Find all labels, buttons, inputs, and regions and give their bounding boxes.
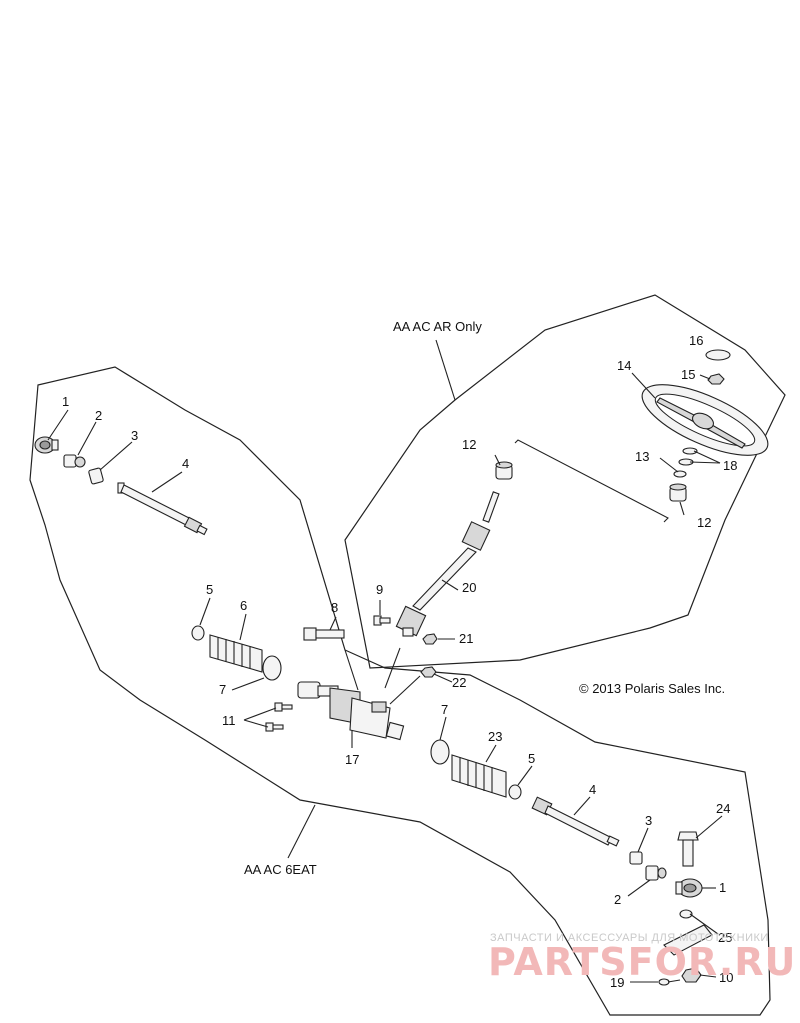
part-22-nut xyxy=(420,666,437,678)
callout-24: 24 xyxy=(716,801,730,816)
callout-13: 13 xyxy=(635,449,649,464)
callout-3-left: 3 xyxy=(131,428,138,443)
part-11-bolt-lower xyxy=(265,722,284,732)
leader-lines xyxy=(47,372,723,983)
part-21-nut xyxy=(422,633,438,645)
part-8-bolt xyxy=(303,627,345,641)
region-outline-lower xyxy=(29,366,771,1016)
callout-17: 17 xyxy=(345,752,359,767)
part-7-clamp-right xyxy=(430,739,450,765)
part-5-clamp-right xyxy=(508,784,522,800)
part-25-washer xyxy=(679,909,693,919)
part-6-boot xyxy=(209,634,263,673)
part-1-tie-rod-end-left xyxy=(34,436,59,454)
callout-4-left: 4 xyxy=(182,456,189,471)
part-3-adjuster-right xyxy=(629,851,643,865)
region-leader-upper xyxy=(435,339,456,401)
callout-7-right: 7 xyxy=(441,702,448,717)
part-2-jam-nut-right xyxy=(645,865,667,881)
part-11-bolt-upper xyxy=(274,702,293,712)
part-4-tie-rod-left xyxy=(117,482,208,536)
callout-4-right: 4 xyxy=(589,782,596,797)
callout-10: 10 xyxy=(719,970,733,985)
callout-9: 9 xyxy=(376,582,383,597)
region-leader-lower xyxy=(287,804,316,859)
callout-11: 11 xyxy=(222,713,236,728)
callout-labels: 1 2 3 4 5 6 7 8 9 11 12 12 13 14 15 16 1… xyxy=(62,333,737,990)
watermark-tagline: ЗАПЧАСТИ И АКСЕССУАРЫ ДЛЯ МОТОТЕХНИКИ xyxy=(490,932,769,944)
part-9-bolt xyxy=(373,615,391,626)
part-16-center-cap xyxy=(705,349,731,361)
part-5-clamp-left xyxy=(191,625,205,641)
part-12-bushing-upper xyxy=(495,461,513,480)
part-1-tie-rod-end-right xyxy=(675,878,703,898)
callout-1-left: 1 xyxy=(62,394,69,409)
callout-22: 22 xyxy=(452,675,466,690)
callout-18: 18 xyxy=(723,458,737,473)
part-24-bolt xyxy=(677,831,699,867)
part-10-nut xyxy=(681,967,702,983)
watermark-logo: PARTSFOR.RU xyxy=(488,940,796,984)
part-7-clamp-left xyxy=(262,655,282,681)
callout-12-lower: 12 xyxy=(697,515,711,530)
callout-25: 25 xyxy=(718,930,732,945)
part-19-cotter-pin xyxy=(658,978,681,986)
callout-20: 20 xyxy=(462,580,476,595)
part-13-washer xyxy=(673,470,687,478)
part-18-washer-a xyxy=(682,447,698,455)
callout-8: 8 xyxy=(331,600,338,615)
part-25-shield xyxy=(663,924,713,956)
part-20-steering-shaft xyxy=(395,491,500,637)
callout-2-left: 2 xyxy=(95,408,102,423)
part-23-boot xyxy=(451,754,507,798)
callout-21: 21 xyxy=(459,631,473,646)
copyright-text: © 2013 Polaris Sales Inc. xyxy=(579,681,725,696)
callout-12-upper: 12 xyxy=(462,437,476,452)
callout-1-right: 1 xyxy=(719,880,726,895)
callout-2-right: 2 xyxy=(614,892,621,907)
part-2-jam-nut-left xyxy=(63,454,86,468)
region-label-lower: AA AC 6EAT xyxy=(244,862,317,877)
callout-14: 14 xyxy=(617,358,631,373)
callout-6: 6 xyxy=(240,598,247,613)
callout-7-left: 7 xyxy=(219,682,226,697)
region-label-upper: AA AC AR Only xyxy=(393,319,482,334)
callout-23: 23 xyxy=(488,729,502,744)
part-15-nut xyxy=(707,373,725,385)
part-4-tie-rod-right xyxy=(531,796,620,847)
callout-16: 16 xyxy=(689,333,703,348)
callout-19: 19 xyxy=(610,975,624,990)
callout-15: 15 xyxy=(681,367,695,382)
bushing-bracket-line xyxy=(514,439,669,523)
part-14-steering-wheel xyxy=(641,384,769,456)
part-17-steering-rack xyxy=(297,681,405,741)
part-3-adjuster-left xyxy=(88,467,104,485)
callout-5-left: 5 xyxy=(206,582,213,597)
callout-5-right: 5 xyxy=(528,751,535,766)
callout-3-right: 3 xyxy=(645,813,652,828)
part-12-bushing-lower xyxy=(669,483,687,502)
